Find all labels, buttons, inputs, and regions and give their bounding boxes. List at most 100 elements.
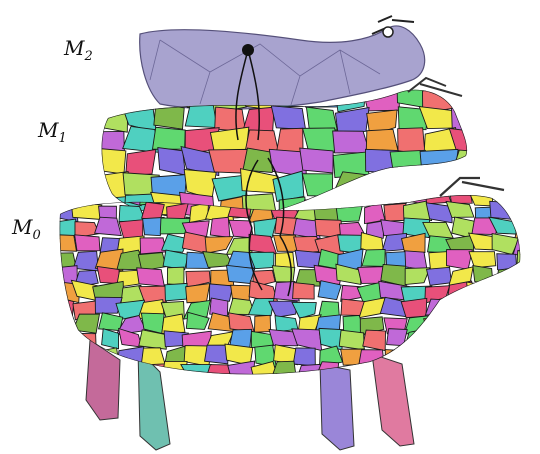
mesh-patch (426, 365, 450, 381)
level-label-m0: M0 (12, 215, 41, 243)
mesh-patch (381, 220, 406, 236)
mesh-patch (293, 283, 315, 299)
mesh-patch (394, 172, 428, 195)
mesh-patch (300, 148, 333, 173)
mesh-patch (254, 315, 270, 332)
mesh-patch (516, 187, 540, 203)
m0-horn (440, 178, 504, 196)
mesh-patch (165, 283, 187, 300)
mesh-patch (472, 329, 496, 349)
mesh-patch (447, 250, 473, 270)
mesh-patch (425, 349, 450, 368)
mesh-patch (514, 296, 540, 315)
mesh-patch (494, 316, 517, 336)
mesh-patch (359, 185, 381, 204)
mesh-patch (467, 282, 497, 299)
mesh-patch (158, 148, 186, 175)
mesh-patch (473, 266, 493, 285)
mesh-patch (448, 348, 474, 364)
mesh-patch (490, 362, 515, 380)
mesh-patch (210, 217, 230, 237)
mesh-patch (99, 313, 123, 331)
mesh-patch (52, 188, 79, 206)
mesh-patch (49, 234, 77, 251)
mesh-patch (228, 361, 255, 381)
mesh-patch (140, 238, 166, 254)
mesh-patch (451, 331, 468, 351)
mesh-patch (471, 347, 493, 368)
mesh-patch (271, 106, 305, 129)
mesh-patch (491, 347, 519, 366)
mesh-patch (384, 203, 406, 221)
mesh-patch (472, 296, 493, 318)
mesh-patch (336, 202, 363, 222)
mesh-patch (185, 104, 217, 128)
mesh-patch (467, 315, 497, 331)
mesh-patch (407, 378, 429, 394)
mesh-patch (302, 174, 332, 197)
mesh-patch (426, 378, 449, 394)
mesh-patch (53, 317, 77, 333)
mesh-patch (95, 148, 125, 174)
mesh-patch (424, 319, 452, 335)
mesh-patch (189, 379, 210, 395)
mesh-patch (228, 382, 253, 399)
mesh-patch (449, 380, 475, 400)
mesh-patch (343, 184, 364, 205)
mesh-patch (516, 334, 539, 351)
mesh-patch (95, 217, 122, 235)
mesh-patch (427, 328, 454, 349)
mesh-patch (490, 201, 517, 219)
mesh-patch (518, 347, 537, 364)
mesh-m2 (140, 16, 425, 109)
mesh-patch (52, 344, 75, 364)
mesh-patch (512, 382, 538, 399)
mesh-patch (271, 378, 295, 395)
mesh-patch (296, 364, 322, 381)
mesh-patch (407, 345, 431, 365)
mesh-patch (496, 268, 518, 287)
mesh-patch (50, 364, 79, 383)
mesh-patch (404, 316, 431, 334)
mesh-patch (167, 267, 184, 285)
mesh-patch (102, 329, 119, 349)
mesh-patch (181, 365, 212, 383)
mesh-patch (493, 297, 517, 319)
mesh-patch (277, 128, 303, 153)
mesh-patch (54, 378, 74, 400)
mesh-patch (121, 379, 139, 395)
level-label-m1: M1 (38, 118, 67, 146)
mesh-patch (497, 254, 517, 270)
mesh-patch (515, 219, 540, 238)
mesh-patch (490, 380, 518, 397)
mesh-patch (293, 348, 315, 366)
mesh-patch (306, 107, 337, 130)
mesh-patch (333, 131, 370, 153)
mesh-patch (364, 176, 400, 199)
mesh-patch (514, 265, 540, 284)
mesh-patch (71, 201, 102, 219)
mesh-patch (58, 297, 74, 318)
mesh-patch (455, 86, 486, 112)
mesh-patch (292, 378, 322, 395)
mesh-patch (292, 329, 322, 351)
mesh-patch (491, 284, 519, 300)
mesh-patch (137, 268, 165, 286)
mesh-patch (420, 149, 458, 173)
mesh-patch (339, 330, 364, 350)
mesh-patch (362, 249, 385, 266)
mesh-patch (448, 360, 473, 381)
mesh-patch (517, 251, 540, 267)
mesh-patch (119, 220, 143, 239)
level-label-m2: M2 (64, 36, 93, 64)
mesh-m0 (49, 184, 540, 400)
mesh-patch (164, 378, 187, 399)
mesh-patch (515, 201, 536, 223)
mesh-patch (427, 267, 452, 285)
mesh-patch (472, 365, 495, 384)
mesh-patch (449, 186, 472, 204)
mesh-patch (403, 361, 429, 382)
mesh-patch (363, 330, 386, 351)
